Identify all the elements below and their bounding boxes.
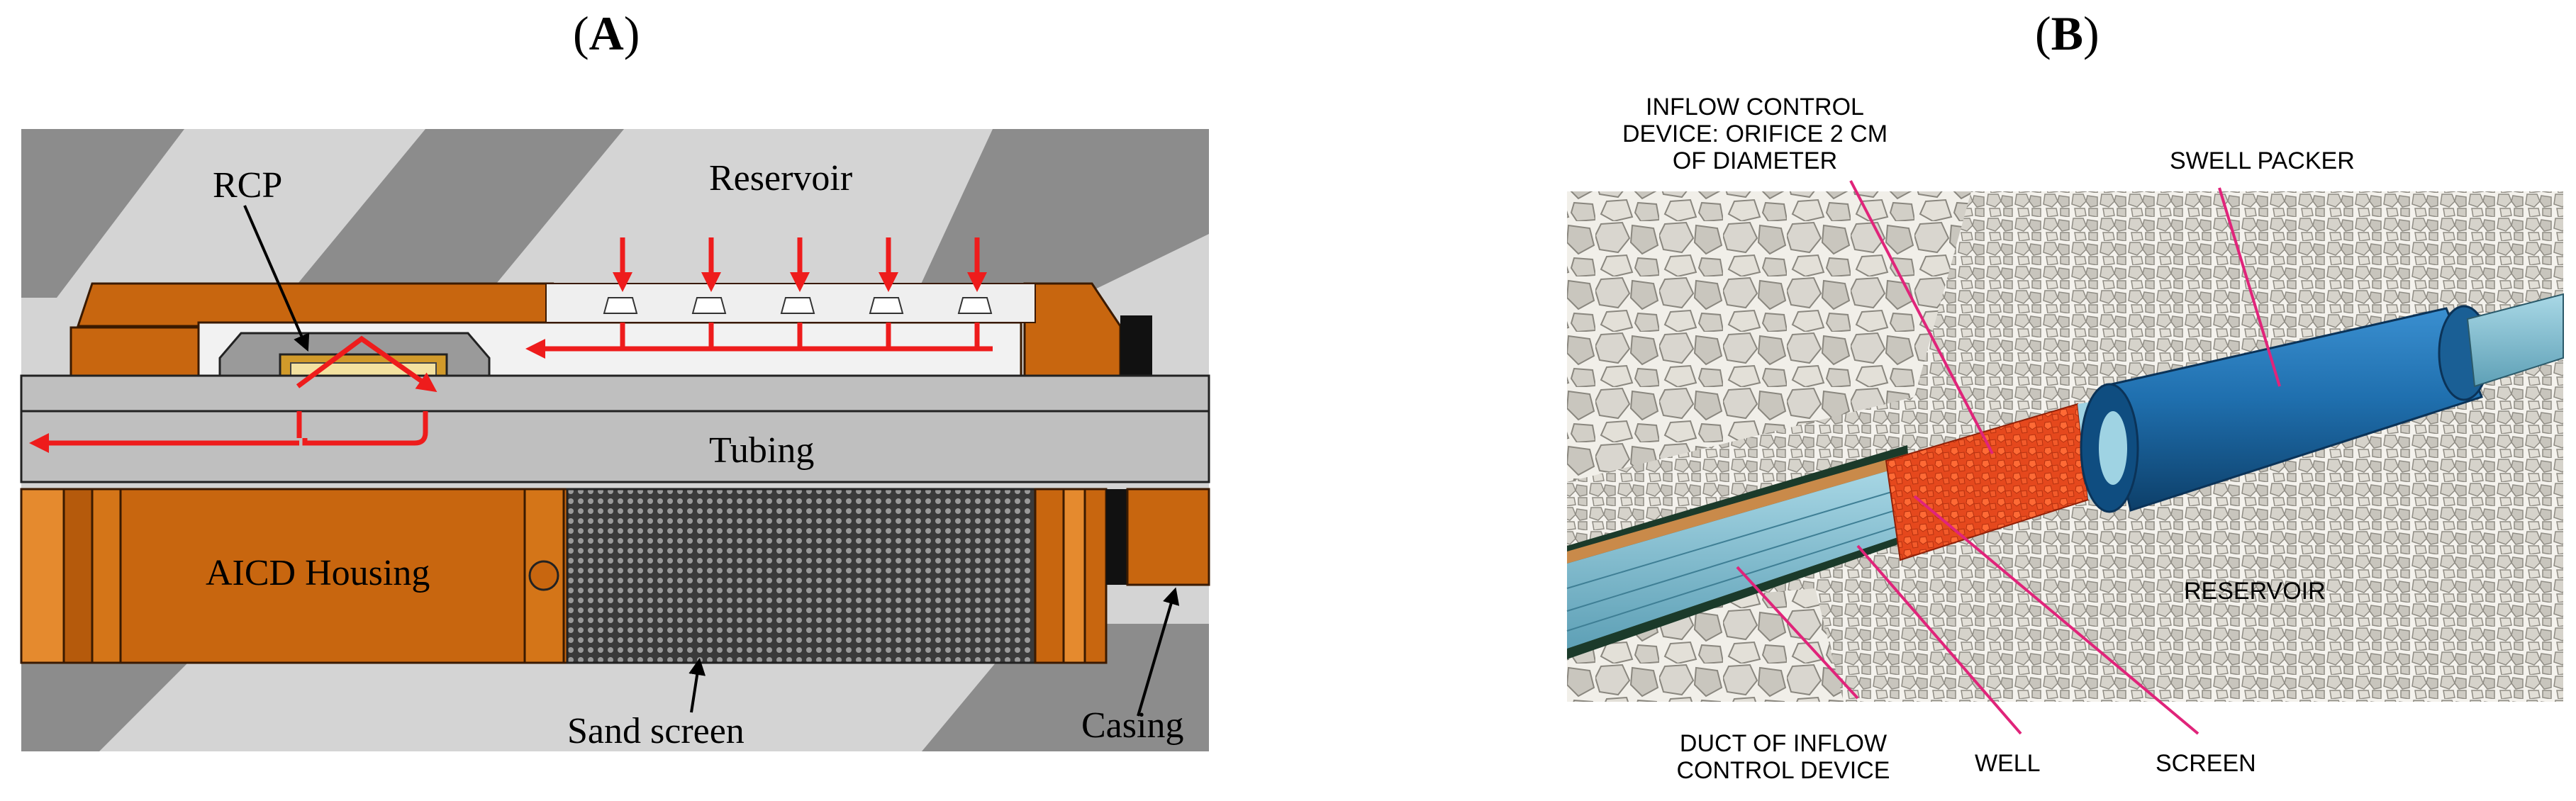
rock-streak [922,624,1209,751]
rock-streak [21,129,184,298]
screen-callout [1913,495,2199,735]
label-tubing: Tubing [709,430,814,471]
label-aicd-housing: AICD Housing [206,553,430,593]
panel-a-diagram: RCP Reservoir Tubing AICD Housing Sand s… [20,129,1210,751]
label-swell-packer: SWELL PACKER [2170,147,2355,174]
callout-lines [1736,180,2281,735]
flow-arrows [29,237,993,453]
label-icd-line1: INFLOW CONTROL [1646,94,1864,121]
panel-b-letter: B [2051,6,2084,60]
label-duct-line1: DUCT OF INFLOW [1680,730,1887,757]
label-icd-line2: DEVICE: ORIFICE 2 CM [1622,121,1888,147]
tubing [20,374,1210,483]
upper-housing [69,326,200,377]
panel-a-letter: A [589,6,624,60]
swell-packer-callout [2218,187,2281,387]
well-callout [1856,544,2022,735]
sand-screen-callout [688,658,706,713]
well-pipe-right [2466,293,2564,388]
well-pipe-copper [1567,454,1911,564]
rcp-flow-arrow [296,335,437,393]
nozzle [957,297,993,314]
nozzle [780,297,815,314]
rcp-callout [243,205,310,352]
rock-streak [298,129,624,284]
label-casing: Casing [1081,705,1183,746]
label-reservoir: Reservoir [709,158,852,198]
sand-screen [566,488,1037,664]
label-reservoir: RESERVOIR [2184,578,2326,605]
casing-lower [1126,488,1210,586]
nozzle [691,297,727,314]
duct-callout [1736,566,1859,700]
upper-housing [76,282,569,327]
label-sand-screen: Sand screen [567,711,745,751]
nozzle-row [603,297,993,314]
reservoir-cells-large [1567,191,1971,482]
label-rcp: RCP [213,165,282,206]
casing-block [1120,315,1152,376]
nozzle [869,297,904,314]
panel-a-title: (A) [573,6,640,60]
label-duct-line2: CONTROL DEVICE [1676,757,1890,784]
nozzle [603,297,638,314]
panel-b-title: (B) [2035,6,2100,60]
label-screen: SCREEN [2156,750,2256,777]
rock-streak [21,638,213,751]
panel-b-diagram: INFLOW CONTROL DEVICE: ORIFICE 2 CM OF D… [1566,94,2564,784]
rock-streak [915,129,1209,298]
icd-callout [1849,180,1994,454]
label-well: WELL [1975,750,2041,777]
casing-callout [1137,587,1180,717]
label-icd-line3: OF DIAMETER [1673,147,1837,174]
